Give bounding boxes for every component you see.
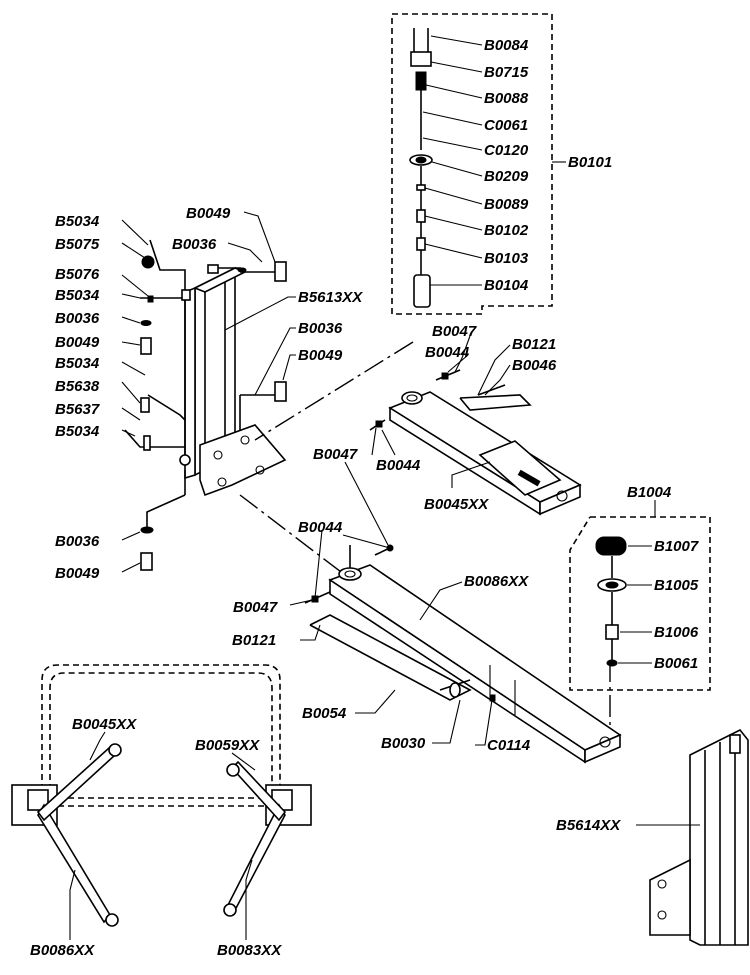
label-b0036-1: B0036: [55, 310, 100, 327]
label-tv-b0086xx: B0086XX: [30, 942, 95, 959]
label-b0088: B0088: [484, 90, 529, 107]
label-b5034-2: B5034: [55, 287, 100, 304]
label-kit-b0101: B0101: [568, 154, 612, 171]
label-b0054: B0054: [302, 705, 347, 722]
top-view-outer-dash: [41, 664, 281, 790]
label-b0715: B0715: [484, 64, 529, 81]
label-tv-b0083xx: B0083XX: [217, 942, 282, 959]
label-b0121-f: B0121: [232, 632, 276, 649]
label-b0047-f: B0047: [233, 599, 278, 616]
b1006-part: [605, 624, 619, 640]
label-b0046: B0046: [512, 357, 557, 374]
label-b5034-4: B5034: [55, 423, 100, 440]
bushing-part: [410, 51, 432, 67]
label-b0044-r2: B0044: [376, 457, 421, 474]
kit-b0101-group: B0084 B0715 B0088 C0061 C0120 B0209 B008…: [391, 13, 612, 315]
label-b0102: B0102: [484, 222, 529, 239]
side-column-body: [689, 728, 749, 946]
label-b0036-2: B0036: [55, 533, 100, 550]
label-b0049-4: B0049: [298, 347, 343, 364]
label-b0047-r2: B0047: [313, 446, 358, 463]
pin-part: [413, 274, 431, 308]
label-b0103: B0103: [484, 250, 529, 267]
label-b5034-3: B5034: [55, 355, 100, 372]
label-b0044-f: B0044: [298, 519, 343, 536]
side-column-base: [649, 858, 691, 936]
rear-arm-group: B0047 B0044 B0121 B0046 B0047 B0044 B004…: [313, 323, 582, 516]
label-c0114: C0114: [487, 737, 531, 754]
kit-b1004-group: B1004 B1007 B1005 B1006 B0061: [569, 484, 711, 691]
label-b0086xx: B0086XX: [464, 573, 529, 590]
kit-b1004-outline: [569, 516, 711, 691]
label-b5637: B5637: [55, 401, 100, 418]
label-b0089: B0089: [484, 196, 529, 213]
top-view-group: B0045XX B0059XX B0086XX B0083XX: [11, 664, 312, 959]
label-b0049-3: B0049: [186, 205, 231, 222]
centerline-upper: [254, 341, 414, 441]
front-arm-top: [328, 564, 622, 751]
front-arm-group: B0044 B0047 B0086XX B0121 B0054 B0030 C0…: [232, 461, 622, 764]
b0049-part-top: [274, 261, 287, 282]
label-b0084: B0084: [484, 37, 529, 54]
label-b5075: B5075: [55, 236, 100, 253]
label-b0104: B0104: [484, 277, 529, 294]
label-b0045xx: B0045XX: [424, 496, 489, 513]
label-tv-b0045xx: B0045XX: [72, 716, 137, 733]
column-base-plate: [199, 424, 287, 497]
label-b0044-r1: B0044: [425, 344, 470, 361]
label-b5034-1: B5034: [55, 213, 100, 230]
label-b0061: B0061: [654, 655, 698, 672]
front-arm-pivot: [338, 567, 362, 581]
label-b0209: B0209: [484, 168, 529, 185]
label-b0036-4: B0036: [298, 320, 343, 337]
label-b0036-3: B0036: [172, 236, 217, 253]
b5075-part: [141, 255, 155, 269]
label-b0047-r1: B0047: [432, 323, 477, 340]
b0049-part-left: [140, 337, 152, 355]
label-b5638: B5638: [55, 378, 100, 395]
label-b0049-2: B0049: [55, 565, 100, 582]
label-c0061: C0061: [484, 117, 528, 134]
spring-part: [415, 71, 427, 91]
side-column-group: B5614XX: [556, 728, 749, 946]
label-b5076: B5076: [55, 266, 100, 283]
label-b5613xx: B5613XX: [298, 289, 363, 306]
centerline-lower: [239, 494, 346, 576]
label-b0030: B0030: [381, 735, 426, 752]
column-group: B5034 B5075 B5076 B5034 B0036 B0049 B503…: [55, 205, 363, 582]
label-b5614xx: B5614XX: [556, 817, 621, 834]
label-b1006: B1006: [654, 624, 699, 641]
label-c0120: C0120: [484, 142, 529, 159]
b0049-part-bottom: [140, 552, 153, 571]
label-kit-b1004: B1004: [627, 484, 672, 501]
label-tv-b0059xx: B0059XX: [195, 737, 260, 754]
label-b1007: B1007: [654, 538, 699, 555]
label-b0121-r: B0121: [512, 336, 556, 353]
label-b0049-1: B0049: [55, 334, 100, 351]
kit-b0101-outline: [391, 13, 553, 315]
rear-arm-pivot: [401, 391, 423, 405]
b1007-part: [595, 536, 627, 556]
label-b1005: B1005: [654, 577, 699, 594]
